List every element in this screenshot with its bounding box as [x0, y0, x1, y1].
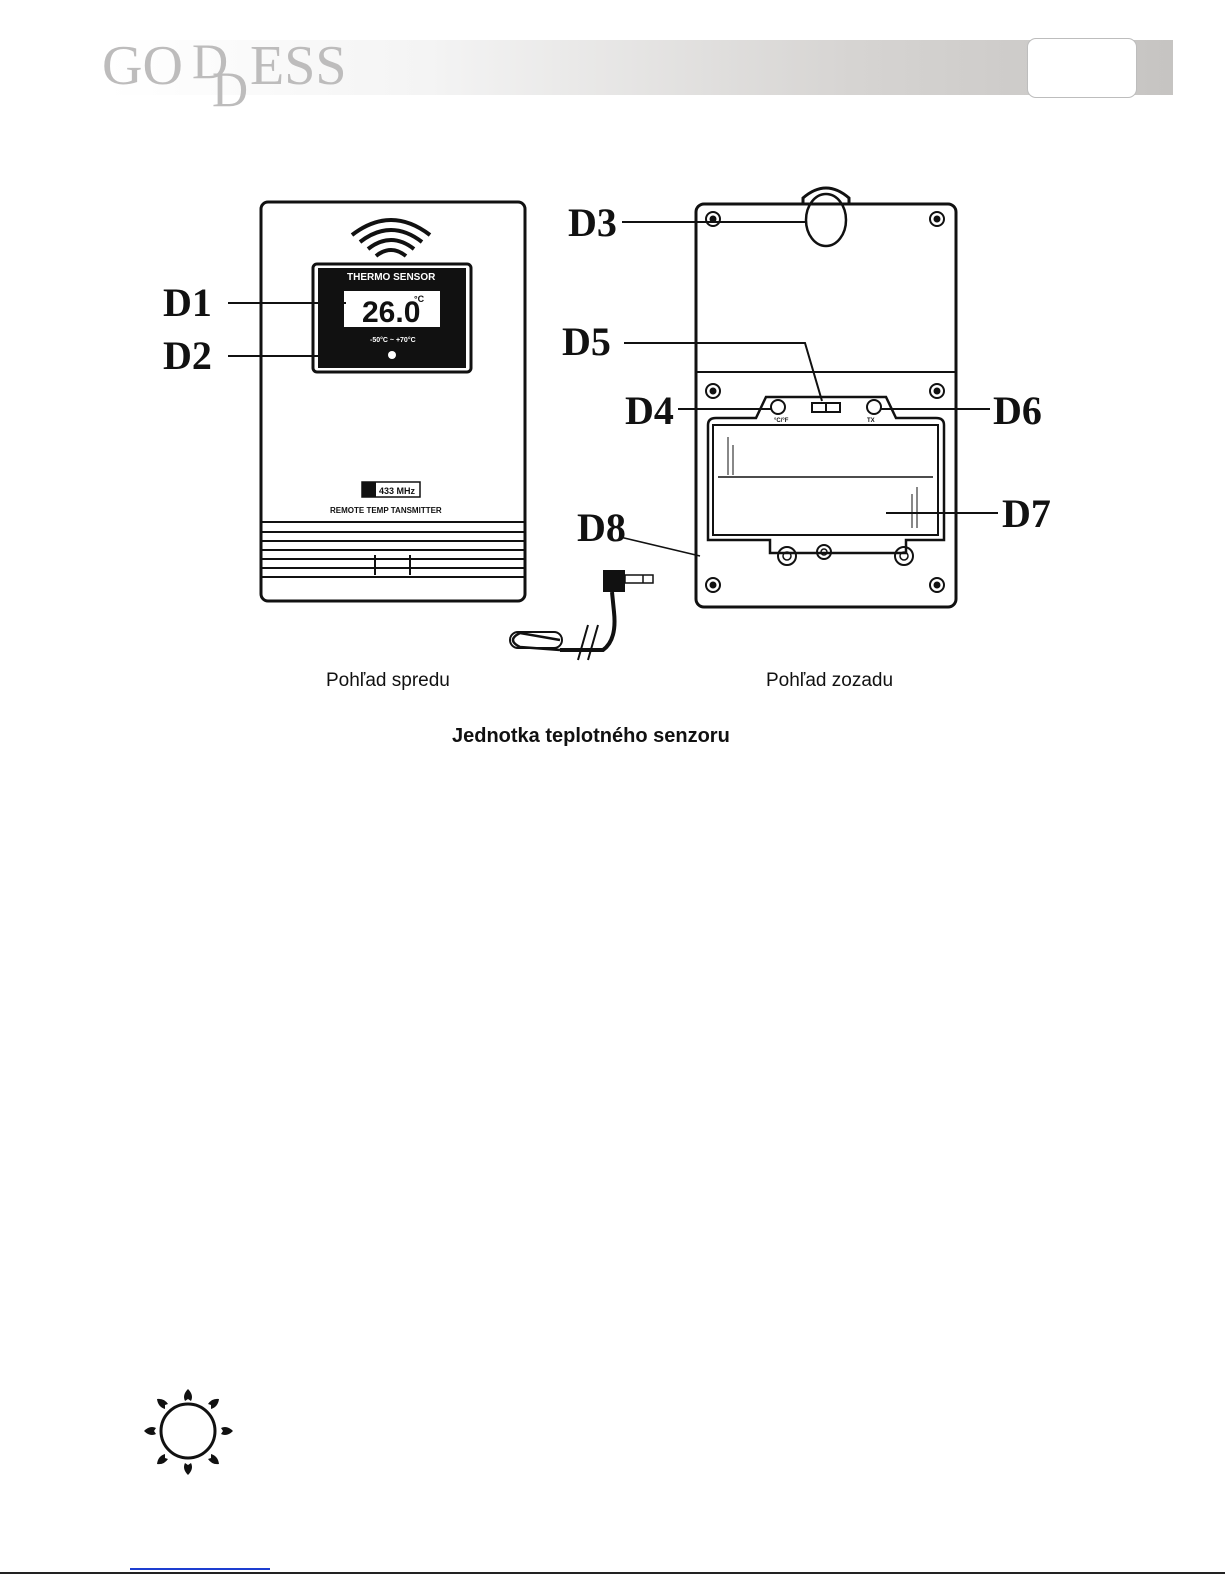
- product-name: REMOTE TEMP TANSMITTER: [330, 506, 442, 515]
- label-d5: D5: [562, 319, 611, 364]
- figure-caption: Jednotka teplotného senzoru: [452, 725, 730, 748]
- caption-back-view: Pohľad zozadu: [766, 670, 893, 692]
- label-d4: D4: [625, 388, 674, 433]
- display-title: THERMO SENSOR: [347, 272, 436, 283]
- display-value: 26.0: [362, 296, 420, 329]
- switch-label: °C/°F: [774, 418, 789, 424]
- label-d1: D1: [163, 280, 212, 325]
- display-unit: °C: [414, 294, 425, 304]
- frequency-label: 433 MHz: [379, 486, 416, 496]
- label-d8: D8: [577, 505, 626, 550]
- label-d3: D3: [568, 200, 617, 245]
- tx-label: TX: [867, 418, 875, 424]
- sun-icon: [140, 1385, 240, 1480]
- footer-rule: [0, 1572, 1225, 1574]
- display-range: -50°C ~ +70°C: [370, 336, 416, 344]
- label-d7: D7: [1002, 491, 1051, 536]
- caption-front-view: Pohľad spredu: [326, 670, 450, 692]
- front-view: [228, 202, 525, 601]
- footer-link-underline: [130, 1568, 270, 1570]
- label-d2: D2: [163, 333, 212, 378]
- back-view: [510, 188, 998, 660]
- label-d6: D6: [993, 388, 1042, 433]
- sensor-figure: THERMO SENSOR -50°C ~ +70°C 26.0 °C 433 …: [0, 0, 1225, 780]
